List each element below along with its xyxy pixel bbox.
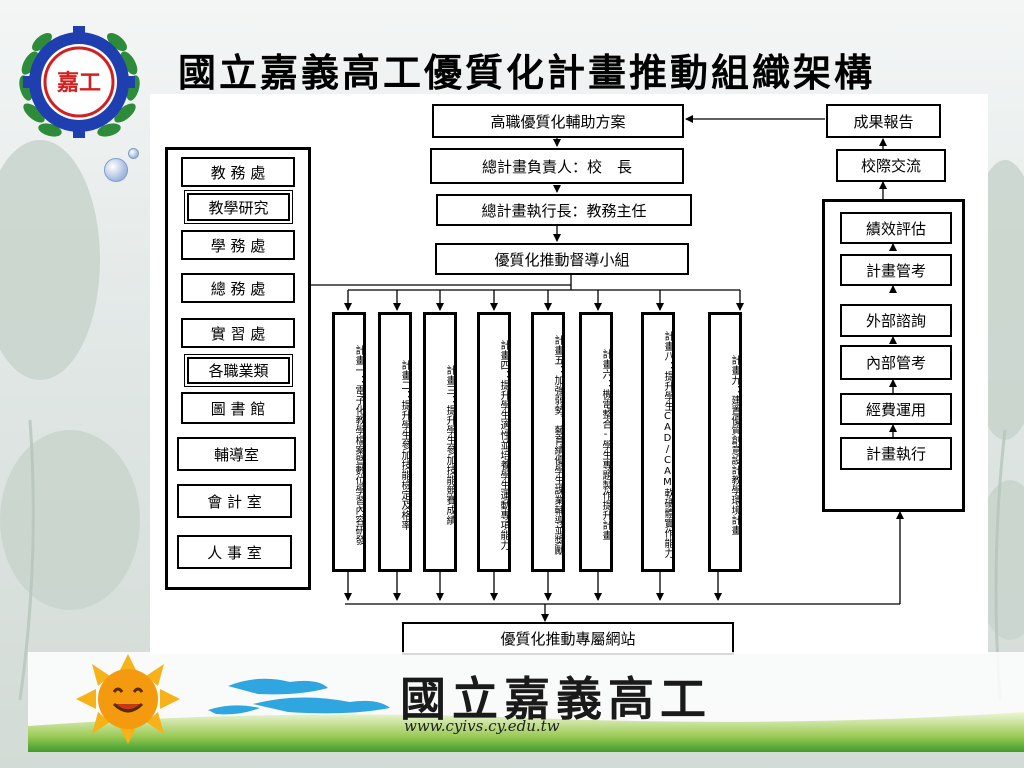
unit-academic-affairs: 教 務 處	[181, 157, 295, 187]
bubble-decoration	[104, 158, 128, 182]
unit-student-affairs: 學 務 處	[181, 230, 295, 260]
program-box: 高職優質化輔助方案	[432, 104, 684, 138]
logo-text: 嘉工	[57, 70, 101, 96]
plan-execution-box: 計畫執行	[840, 437, 952, 470]
director-box: 總計畫執行長：教務主任	[436, 194, 692, 226]
supervision-group-box: 優質化推動督導小組	[435, 243, 689, 275]
plan-column-4: 計畫四：提升學生適性並培養學生運動專項能力	[477, 312, 511, 572]
bubble-decoration	[128, 148, 139, 159]
plan-column-1: 計畫一：電子化教學檔案暨數位學習內容研發	[332, 312, 366, 572]
cloud-icon	[208, 678, 390, 715]
plan-column-text: 計畫四：提升學生適性並培養學生運動專項能力	[498, 339, 509, 550]
plan-column-text: 計畫八：提升學生CAD/CAM軟硬體實作能力	[662, 331, 673, 558]
unit-counseling-office: 輔導室	[177, 437, 296, 471]
plan-column-5: 計畫五：加強弱勢、藝育績優學生課業輔導並獎勵	[531, 312, 565, 572]
performance-evaluation-box: 績效評估	[840, 212, 952, 244]
sun-icon	[76, 654, 180, 744]
plan-column-text: 計畫三：提升學生參加技能競賽成績	[444, 364, 455, 525]
unit-library: 圖 書 館	[181, 392, 295, 424]
school-logo: 嘉工	[19, 26, 140, 138]
banner-url: www.cyivs.cy.edu.tw	[404, 717, 560, 735]
unit-vocational-departments: 各職業類	[184, 354, 293, 387]
evaluation-cycle-frame	[822, 199, 965, 512]
unit-general-affairs: 總 務 處	[181, 273, 295, 303]
gear-icon	[23, 26, 135, 138]
plan-column-text: 計畫二：提升學生參加技能檢定及格率	[399, 359, 410, 530]
footer-banner	[28, 652, 1024, 752]
external-consultation-box: 外部諮詢	[840, 304, 952, 337]
plan-column-3: 計畫三：提升學生參加技能競賽成績	[423, 312, 457, 572]
website-box: 優質化推動專屬網站	[402, 622, 734, 655]
plan-column-text: 計畫五：加強弱勢、藝育績優學生課業輔導並獎勵	[552, 334, 563, 555]
principal-box: 總計畫負責人：校 長	[430, 148, 684, 184]
plan-review-box: 計畫管考	[840, 254, 952, 286]
plan-column-9: 計畫九：建置優質創意設計教學環境計畫	[708, 312, 742, 572]
plan-column-8: 計畫八：提升學生CAD/CAM軟硬體實作能力	[641, 312, 675, 572]
plan-column-text: 計畫一：電子化教學檔案暨數位學習內容研發	[353, 344, 364, 545]
unit-teaching-research: 教學研究	[184, 190, 293, 224]
unit-accounting-office: 會 計 室	[177, 484, 292, 518]
units-frame	[165, 147, 311, 590]
banner-school-name: 國立嘉義高工	[400, 672, 712, 726]
internal-review-box: 內部管考	[840, 345, 952, 380]
unit-practice-office: 實 習 處	[181, 318, 295, 348]
plan-column-6: 計畫六：機電整合-學生專題製作提升計畫	[579, 312, 613, 572]
unit-personnel-office: 人 事 室	[177, 535, 292, 569]
budget-usage-box: 經費運用	[840, 393, 952, 425]
plan-column-text: 計畫九：建置優質創意設計教學環境計畫	[729, 354, 740, 535]
plan-column-text: 計畫六：機電整合-學生專題製作提升計畫	[600, 349, 611, 540]
inter-school-exchange-box: 校際交流	[836, 149, 946, 182]
slide-title: 國立嘉義高工優質化計畫推動組織架構	[178, 50, 876, 95]
plan-column-2: 計畫二：提升學生參加技能檢定及格率	[378, 312, 412, 572]
results-report-box: 成果報告	[826, 104, 941, 138]
